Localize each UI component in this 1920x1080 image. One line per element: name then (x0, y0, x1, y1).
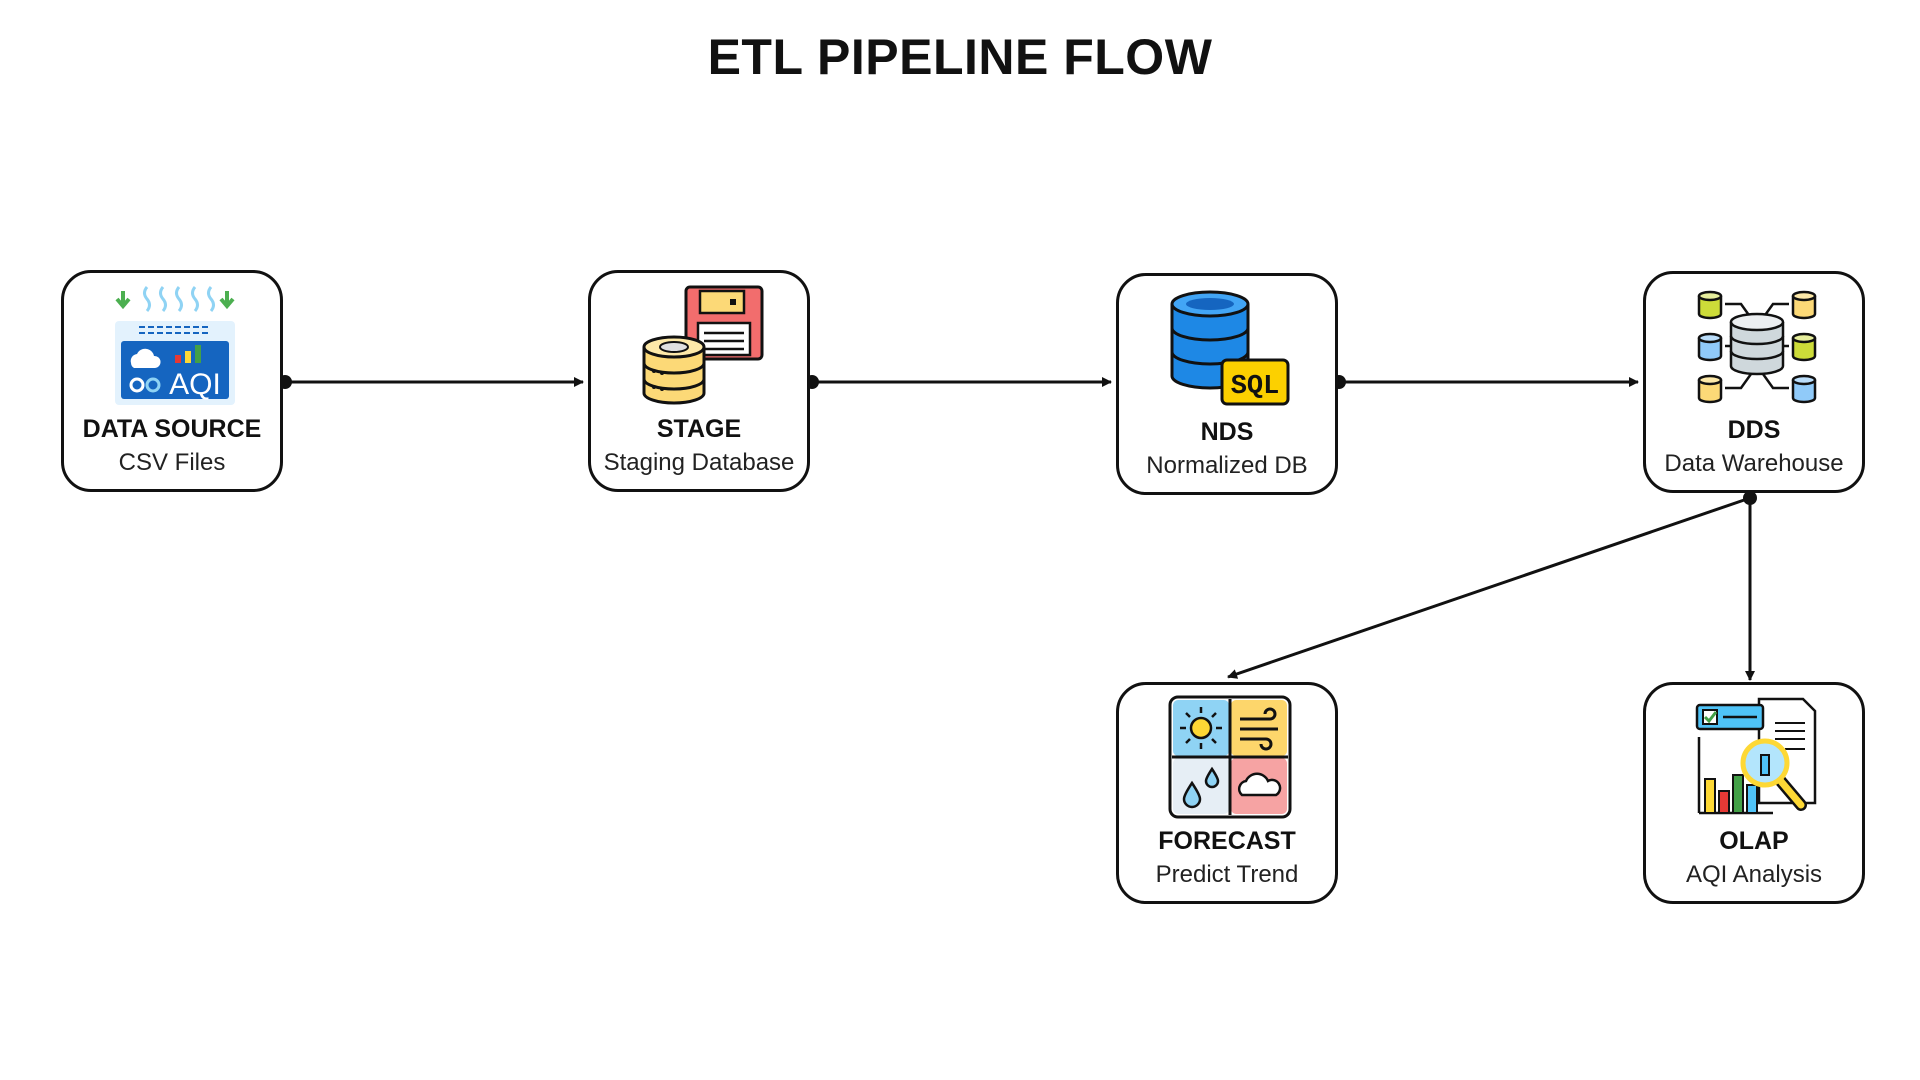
node-label: FORECAST (1158, 827, 1296, 855)
node-sublabel: Predict Trend (1155, 861, 1299, 888)
node-label: OLAP (1719, 827, 1789, 855)
node-label: STAGE (656, 415, 742, 443)
node-forecast[interactable]: FORECAST Predict Trend (1116, 682, 1338, 904)
node-label: NDS (1200, 418, 1254, 446)
node-sublabel: Staging Database (603, 449, 795, 476)
aqi-monitor-icon: AQI (113, 283, 237, 407)
edge-source-to-stage (278, 375, 584, 389)
analytics-report-icon (1695, 695, 1819, 819)
sql-icon-text: SQL (1231, 372, 1280, 402)
node-label: DDS (1727, 416, 1781, 444)
node-nds[interactable]: SQL NDS Normalized DB (1116, 273, 1338, 495)
weather-forecast-icon (1168, 695, 1292, 819)
edge-dds-to-forecast (1227, 491, 1757, 679)
diagram-title: ETL PIPELINE FLOW (707, 29, 1213, 85)
node-label: DATA SOURCE (82, 415, 262, 443)
node-sublabel: CSV Files (118, 449, 226, 476)
node-sublabel: AQI Analysis (1685, 861, 1823, 888)
edge-nds-to-dds (1332, 375, 1639, 389)
data-warehouse-network-icon (1695, 284, 1819, 408)
edge-stage-to-nds (805, 375, 1112, 389)
node-dds[interactable]: DDS Data Warehouse (1643, 271, 1865, 493)
node-data-source[interactable]: AQI DATA SOURCE CSV Files (61, 270, 283, 492)
node-sublabel: Data Warehouse (1664, 450, 1844, 477)
sql-database-icon: SQL (1168, 286, 1292, 410)
database-floppy-icon (640, 283, 764, 407)
aqi-icon-text: AQI (169, 368, 221, 401)
node-olap[interactable]: OLAP AQI Analysis (1643, 682, 1865, 904)
node-stage[interactable]: STAGE Staging Database (588, 270, 810, 492)
node-sublabel: Normalized DB (1146, 452, 1308, 479)
